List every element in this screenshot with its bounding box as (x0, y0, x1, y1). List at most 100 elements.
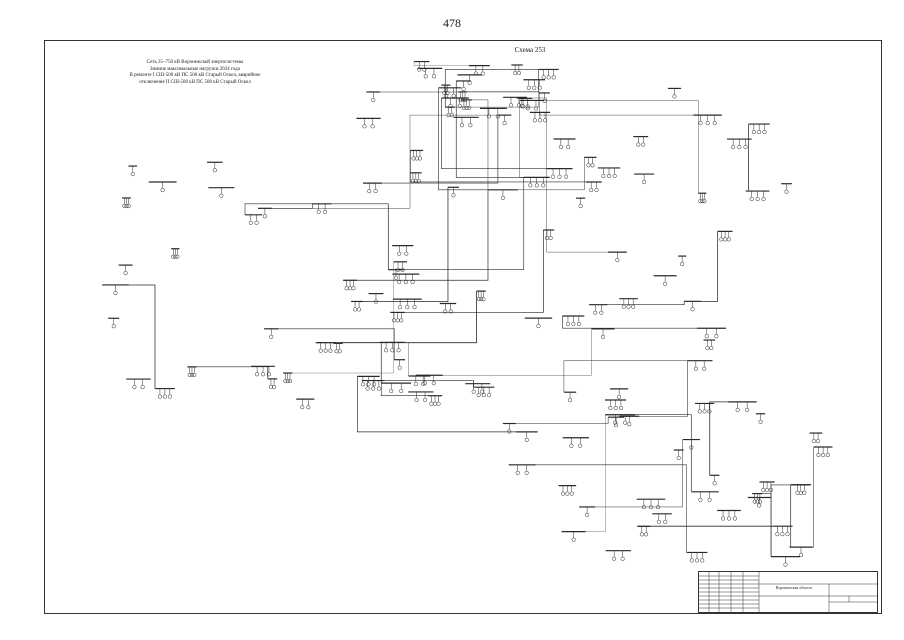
transformer-symbol (487, 393, 492, 398)
caption-line-2: Зимние максимальные нагрузки 2024 года (150, 66, 240, 72)
title-block-region: Воронежская область (775, 586, 813, 590)
transformer-symbol (323, 209, 328, 214)
transformer-symbol (123, 271, 128, 276)
transformer-symbol (502, 121, 507, 126)
transformer-symbol (431, 381, 436, 386)
transformer-symbol (429, 401, 434, 406)
transformer-symbol (560, 491, 566, 496)
transmission-line (438, 87, 488, 191)
transformer-symbol (404, 251, 409, 256)
transformer-symbol (269, 334, 274, 339)
transformer-symbol (608, 405, 613, 411)
transformer-symbol (507, 429, 512, 434)
transformer-symbol (167, 394, 172, 399)
transformer-symbol (111, 324, 116, 329)
transformer-symbol (689, 558, 694, 563)
transformer-symbol (757, 129, 762, 135)
transformer-symbol (571, 321, 576, 327)
transformer-symbol (436, 401, 441, 406)
transformer-symbol (414, 156, 419, 161)
transformer-symbol (486, 114, 491, 119)
transformer-symbol (690, 307, 695, 312)
transformer-symbol (416, 178, 421, 183)
transformer-symbol (755, 499, 760, 504)
transmission-line (187, 366, 269, 379)
transformer-symbol (479, 389, 484, 394)
transformer-symbol (300, 405, 305, 410)
network-lines (102, 60, 833, 567)
transformer-symbol (516, 70, 521, 76)
transformer-symbol (546, 75, 551, 80)
transformer-symbol (524, 437, 529, 442)
transmission-line (770, 484, 793, 557)
transformer-symbol (544, 235, 550, 241)
transformer-symbol (594, 187, 599, 193)
transmission-line (445, 69, 539, 108)
transformer-symbol (534, 183, 539, 188)
transformer-symbol (775, 532, 780, 537)
transformer-symbol (459, 123, 464, 128)
transformer-symbol (467, 105, 472, 110)
transformer-symbol (712, 121, 717, 126)
transformer-symbol (248, 220, 253, 225)
transformer-symbol (693, 366, 698, 371)
transformer-symbol (536, 324, 541, 329)
transformer-symbol (323, 348, 328, 353)
transmission-line (502, 417, 609, 424)
transmission-line (684, 231, 719, 302)
transformer-symbol (606, 173, 612, 179)
transformer-symbol (272, 384, 277, 389)
transformer-symbol (461, 86, 466, 92)
transformer-symbol (171, 254, 176, 259)
transformer-symbol (705, 121, 710, 126)
transformer-symbol (175, 254, 180, 259)
transformer-symbol (113, 290, 118, 295)
transformer-symbol (811, 439, 816, 444)
transformer-symbol (432, 401, 438, 406)
transformer-symbol (612, 173, 617, 179)
transformer-symbol (405, 305, 410, 310)
transformer-symbol (590, 163, 595, 168)
transformer-symbol (593, 310, 598, 315)
transformer-symbol (620, 556, 625, 561)
transformer-symbol (395, 318, 400, 323)
transformer-symbol (399, 389, 404, 394)
scheme-caption: Сеть 35–750 кВ Воронежской энергосистемы… (100, 60, 290, 86)
transformer-symbol (565, 491, 570, 496)
transformer-symbol (707, 497, 712, 502)
transformer-symbol (698, 497, 703, 502)
transformer-symbol (371, 97, 376, 103)
transmission-line (388, 177, 525, 270)
transformer-symbol (126, 203, 131, 209)
transformer-symbol (757, 499, 762, 504)
transformer-symbol (219, 193, 224, 198)
transformer-symbol (698, 199, 703, 204)
transformer-symbol (481, 297, 486, 302)
transformer-symbol (712, 481, 717, 486)
transformer-symbol (642, 180, 647, 185)
transformer-symbol (411, 156, 416, 161)
transformer-symbol (802, 490, 807, 495)
transformer-symbol (414, 397, 419, 402)
transformer-symbol (644, 532, 649, 537)
transmission-line (312, 203, 389, 270)
transformer-symbol (162, 394, 167, 399)
transformer-symbol (421, 381, 426, 387)
transformer-symbol (448, 103, 453, 109)
transformer-symbol (357, 307, 362, 312)
transformer-symbol (558, 144, 563, 150)
transformer-symbol (471, 389, 476, 394)
transformer-symbol (761, 487, 766, 493)
transformer-symbol (412, 305, 417, 310)
transformer-symbol (566, 144, 571, 150)
transformer-symbol (704, 334, 709, 339)
transformer-symbol (526, 85, 531, 90)
transformer-symbol (541, 183, 546, 188)
caption-line-4: отключение II СШ-500 кВ ПС 500 кВ Старый… (139, 79, 251, 85)
transformer-symbol (467, 80, 472, 85)
transformer-symbol (599, 310, 604, 315)
transformer-symbol (366, 382, 371, 387)
transformer-symbol (337, 349, 342, 354)
transformer-symbol (537, 85, 542, 90)
transmission-line (562, 315, 698, 329)
